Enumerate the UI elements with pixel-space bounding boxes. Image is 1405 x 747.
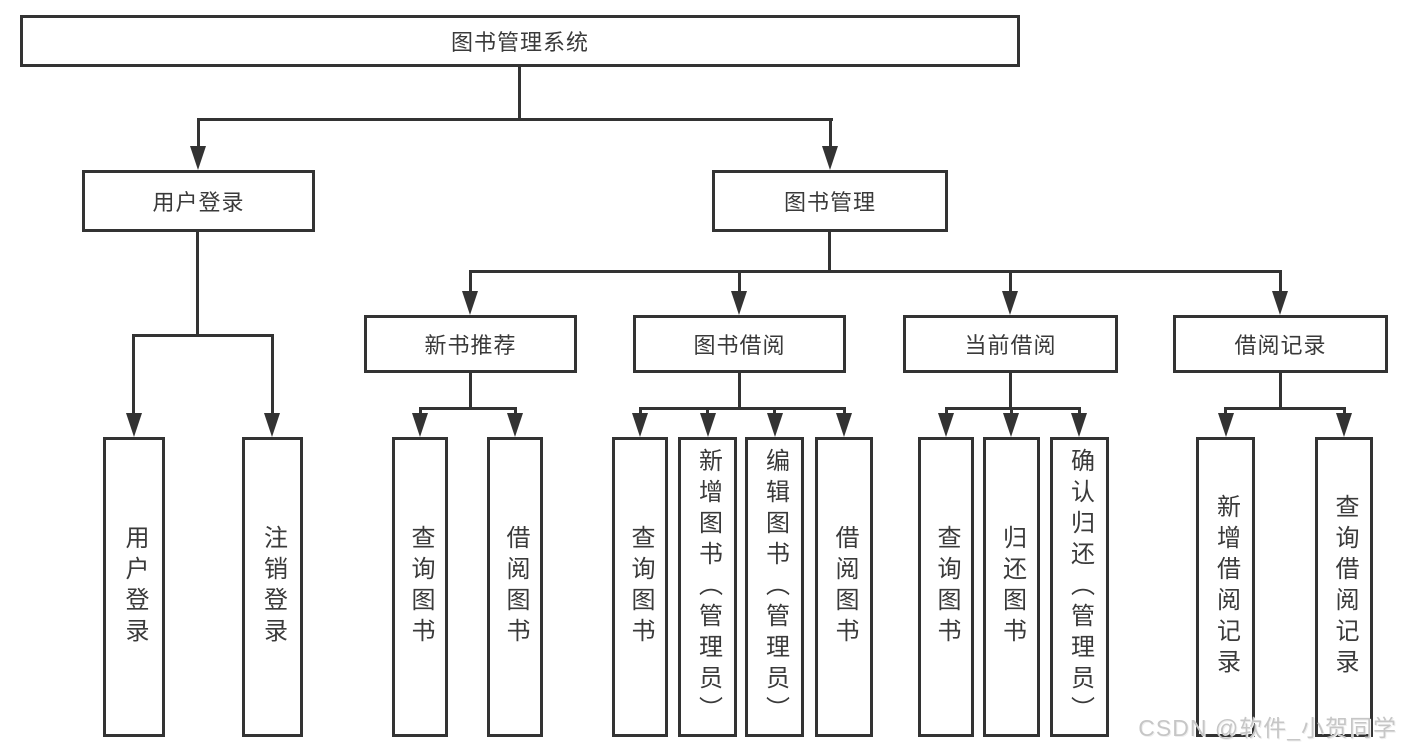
connector-hline <box>469 270 1281 273</box>
leaf-query-borrow-record: 查询借阅记录 <box>1315 437 1373 737</box>
arrowhead-down-icon <box>412 413 428 437</box>
connector-vline <box>1279 270 1282 293</box>
connector-vline <box>1224 407 1227 416</box>
connector-vline <box>706 407 709 416</box>
connector-vline <box>1343 407 1346 416</box>
connector-vline <box>469 270 472 293</box>
connector-vline <box>1009 270 1012 293</box>
connector-vline <box>197 118 200 150</box>
connector-hline <box>419 407 517 410</box>
arrowhead-down-icon <box>1071 413 1087 437</box>
connector-hline <box>197 118 833 121</box>
leaf-confirm-return-admin: 确认归还（管理员） <box>1050 437 1109 737</box>
connector-vline <box>1078 407 1081 416</box>
connector-vline <box>271 334 274 415</box>
leaf-add-borrow-record: 新增借阅记录 <box>1196 437 1255 737</box>
arrowhead-down-icon <box>264 413 280 437</box>
arrowhead-down-icon <box>462 291 478 315</box>
connector-hline <box>639 407 845 410</box>
connector-vline <box>419 407 422 416</box>
arrowhead-down-icon <box>190 146 206 170</box>
connector-vline <box>828 232 831 272</box>
arrowhead-down-icon <box>731 291 747 315</box>
connector-vline <box>738 373 741 409</box>
connector-vline <box>945 407 948 416</box>
leaf-logout-login: 注销登录 <box>242 437 303 737</box>
node-library-system: 图书管理系统 <box>20 15 1020 67</box>
node-book-borrowing: 图书借阅 <box>633 315 846 373</box>
leaf-return-books: 归还图书 <box>983 437 1040 737</box>
arrowhead-down-icon <box>1003 413 1019 437</box>
node-borrowing-records: 借阅记录 <box>1173 315 1388 373</box>
connector-vline <box>132 334 135 415</box>
leaf-query-books-borrowing: 查询图书 <box>612 437 668 737</box>
leaf-user-login: 用户登录 <box>103 437 165 737</box>
connector-vline <box>829 118 832 150</box>
arrowhead-down-icon <box>836 413 852 437</box>
arrowhead-down-icon <box>700 413 716 437</box>
connector-hline <box>132 334 274 337</box>
connector-vline <box>514 407 517 416</box>
arrowhead-down-icon <box>507 413 523 437</box>
connector-vline <box>469 373 472 409</box>
csdn-watermark: CSDN @软件_小贺同学 <box>1138 715 1397 741</box>
node-book-management: 图书管理 <box>712 170 948 232</box>
connector-vline <box>1279 373 1282 409</box>
node-new-book-recommendation: 新书推荐 <box>364 315 577 373</box>
connector-vline <box>196 232 199 337</box>
arrowhead-down-icon <box>1002 291 1018 315</box>
connector-hline <box>1224 407 1345 410</box>
arrowhead-down-icon <box>126 413 142 437</box>
leaf-borrow-books-borrowing: 借阅图书 <box>815 437 873 737</box>
arrowhead-down-icon <box>822 146 838 170</box>
leaf-add-book-admin: 新增图书（管理员） <box>678 437 737 737</box>
arrowhead-down-icon <box>1336 413 1352 437</box>
node-current-borrowing: 当前借阅 <box>903 315 1118 373</box>
arrowhead-down-icon <box>938 413 954 437</box>
connector-vline <box>1010 407 1013 416</box>
leaf-query-books-current: 查询图书 <box>918 437 974 737</box>
arrowhead-down-icon <box>632 413 648 437</box>
leaf-borrow-books-recommend: 借阅图书 <box>487 437 543 737</box>
arrowhead-down-icon <box>767 413 783 437</box>
leaf-query-books-recommend: 查询图书 <box>392 437 448 737</box>
node-user-login: 用户登录 <box>82 170 315 232</box>
connector-vline <box>639 407 642 416</box>
arrowhead-down-icon <box>1218 413 1234 437</box>
connector-vline <box>738 270 741 293</box>
connector-vline <box>1009 373 1012 409</box>
arrowhead-down-icon <box>1272 291 1288 315</box>
connector-vline <box>773 407 776 416</box>
connector-vline <box>843 407 846 416</box>
leaf-edit-book-admin: 编辑图书（管理员） <box>745 437 804 737</box>
connector-vline <box>518 67 521 120</box>
